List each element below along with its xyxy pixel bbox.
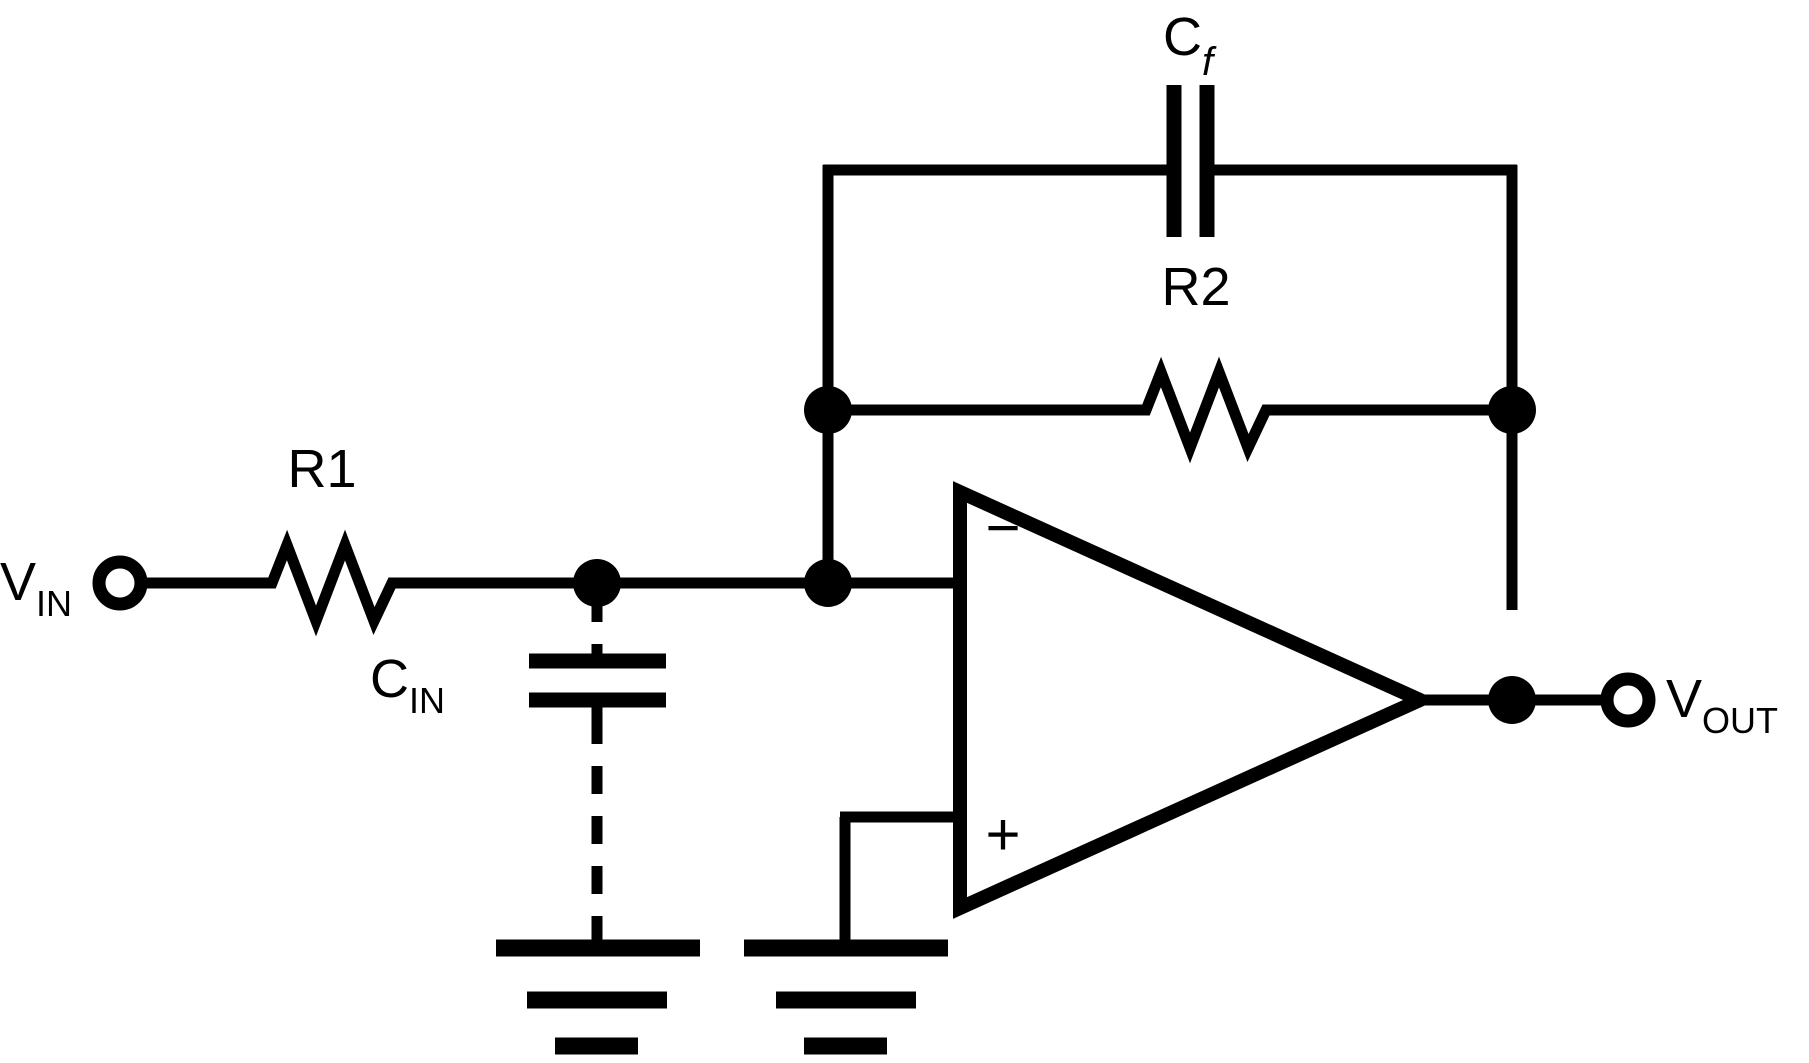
cin-label: CIN: [370, 649, 445, 721]
r1-resistor-symbol: [254, 529, 430, 637]
vout-terminal-circle: [1600, 672, 1656, 728]
r2-label: R2: [1161, 257, 1230, 317]
cin-label-base: C: [370, 649, 409, 709]
r2-resistor-symbol: [1128, 356, 1284, 464]
vin-label-subscript: IN: [36, 583, 72, 624]
vout-label-base: V: [1666, 669, 1702, 729]
junction-dot-cin: [573, 559, 621, 607]
vin-label-base: V: [0, 552, 36, 612]
cf-label-subscript: f: [1202, 40, 1217, 84]
cf-label-base: C: [1163, 7, 1202, 67]
vin-terminal-circle: [92, 555, 148, 611]
cf-label: Cf: [1163, 7, 1217, 84]
junction-dot-inverting-input: [804, 559, 852, 607]
opamp-noninverting-sign: +: [985, 801, 1020, 868]
vin-label: VIN: [0, 552, 72, 624]
junction-dot-r2-right: [1488, 386, 1536, 434]
opamp-triangle-body: [953, 481, 1437, 919]
r1-label: R1: [287, 439, 356, 499]
vout-label-subscript: OUT: [1702, 700, 1778, 741]
cin-label-subscript: IN: [409, 680, 445, 721]
opamp-inverting-sign: −: [985, 494, 1020, 561]
junction-dot-r2-left: [804, 386, 852, 434]
vout-label: VOUT: [1666, 669, 1778, 741]
junction-dot-output: [1488, 676, 1536, 724]
